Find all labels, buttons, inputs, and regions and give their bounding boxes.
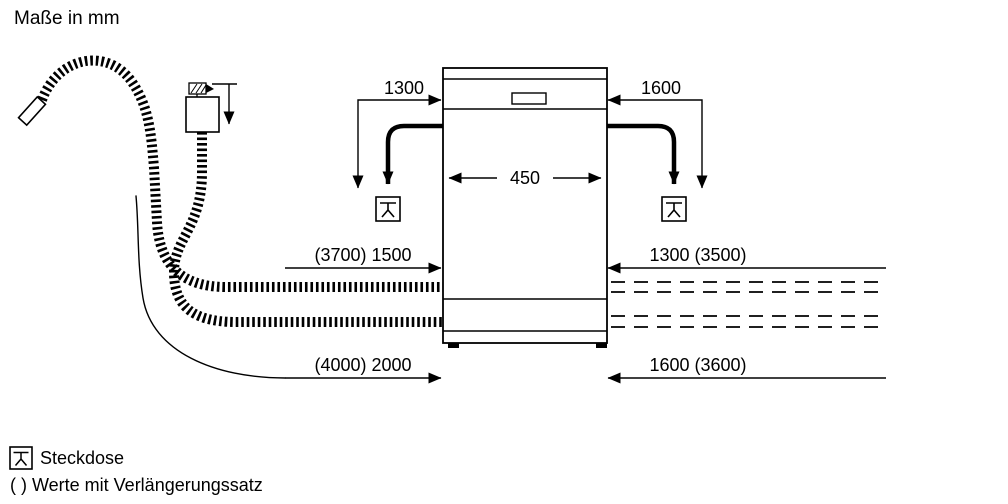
aquastop-box [185, 96, 220, 133]
dim-cord-right: 1600 (3600) [607, 355, 886, 384]
dim-4000-2000-label: (4000) 2000 [314, 355, 411, 375]
dim-1600-label: 1600 [641, 78, 681, 98]
dim-1300-3500-label: 1300 (3500) [649, 245, 746, 265]
legend-socket-label: Steckdose [40, 448, 124, 468]
legend-extension-note: ( ) Werte mit Verlängerungssatz [10, 475, 263, 495]
power-cord-line [135, 195, 286, 379]
hose-extension-dashed-lines [611, 281, 886, 328]
power-cord-right [607, 123, 680, 185]
page-title: Maße in mm [14, 8, 120, 29]
dim-drain-left: (3700) 1500 [285, 245, 442, 274]
supply-hose [168, 132, 450, 327]
dim-450-label: 450 [510, 168, 540, 188]
dim-drain-right: 1300 (3500) [607, 245, 886, 274]
dim-left-cord: 1300 [352, 78, 442, 189]
legend: Steckdose ( ) Werte mit Verlängerungssat… [9, 446, 263, 495]
power-socket-icon [375, 196, 401, 222]
control-panel-slot [511, 92, 547, 105]
foot-left [448, 343, 459, 348]
dim-right-cord: 1600 [607, 78, 708, 189]
power-socket-icon [661, 196, 687, 222]
dim-1300-label: 1300 [384, 78, 424, 98]
drain-hose [37, 55, 450, 292]
water-tap-icon [188, 82, 214, 97]
drain-hose-end-icon [17, 95, 47, 127]
dim-cord-left: (4000) 2000 [285, 355, 442, 384]
power-socket-icon [9, 446, 33, 470]
foot-right [596, 343, 607, 348]
dim-3700-1500-label: (3700) 1500 [314, 245, 411, 265]
dishwasher-outline [442, 67, 608, 348]
dim-1600-3600-label: 1600 (3600) [649, 355, 746, 375]
power-cord-left [382, 123, 443, 185]
tap-height-indicator [212, 83, 237, 125]
dim-appliance-width: 450 [448, 166, 602, 189]
